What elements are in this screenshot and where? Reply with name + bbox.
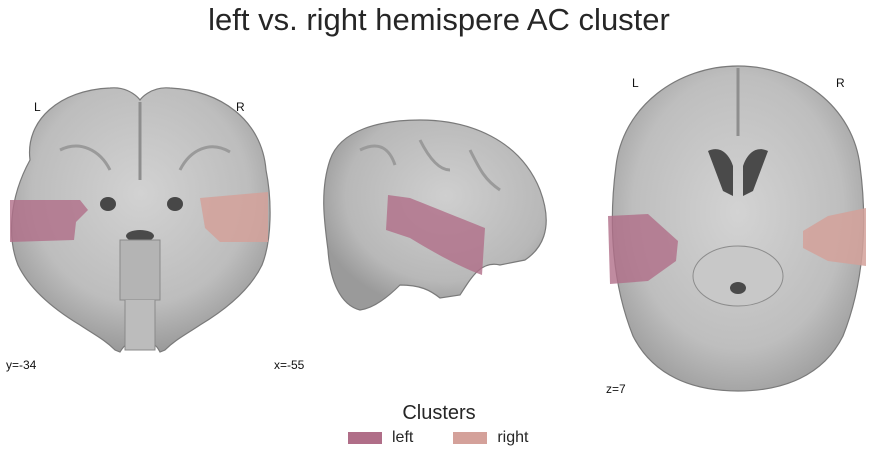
legend-item-right: right [453, 429, 528, 447]
axial-brain-image [608, 65, 866, 392]
axial-coord: z=7 [606, 382, 626, 396]
coronal-left-label: L [34, 100, 41, 114]
sagittal-left-cluster-overlay [386, 195, 485, 275]
legend-item-left: left [348, 429, 413, 447]
coronal-brain-shape [11, 87, 271, 353]
legend-label-right: right [497, 429, 529, 446]
legend-swatch-left [348, 432, 382, 444]
left-cluster-overlay [10, 200, 88, 242]
axial-right-label: R [836, 76, 845, 90]
right-cluster-overlay [200, 192, 268, 242]
sagittal-coord: x=-55 [274, 358, 305, 372]
legend-swatch-right [453, 432, 488, 444]
axial-left-label: L [632, 76, 639, 90]
sagittal-brain-image [323, 119, 547, 311]
axial-view: L R z=7 [598, 56, 878, 401]
legend-label-left: left [392, 429, 414, 446]
sagittal-view: x=-55 [270, 80, 570, 380]
legend-title: Clusters [402, 402, 476, 424]
coronal-right-label: R [236, 100, 245, 114]
coronal-view: L R y=-34 [0, 80, 280, 380]
axial-right-cluster-overlay [803, 208, 866, 266]
coronal-coord: y=-34 [6, 358, 37, 372]
coronal-brain-image [10, 87, 271, 353]
axial-left-cluster-overlay [608, 214, 678, 284]
axial-brain-shape [611, 65, 865, 392]
legend: left right [348, 429, 568, 447]
figure-title: left vs. right hemispere AC cluster [208, 2, 670, 37]
